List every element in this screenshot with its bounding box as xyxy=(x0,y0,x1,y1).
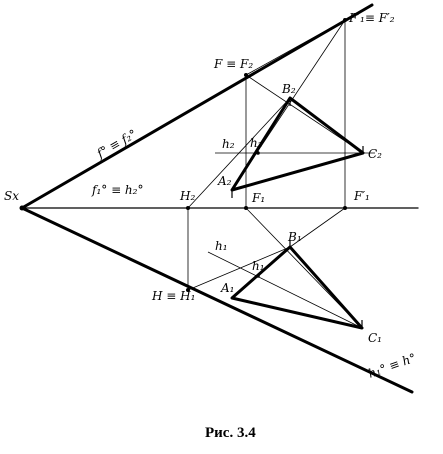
label-fprime: F′₁≡ F′₂ xyxy=(348,11,395,25)
triangle-a2b2c2 xyxy=(230,96,365,192)
label-h1-line: h₁ xyxy=(215,239,228,253)
line-h1-b1 xyxy=(187,246,291,291)
trace-h-line xyxy=(20,206,414,394)
point-f1prime xyxy=(343,206,347,210)
label-h1-point: h₁ xyxy=(252,259,265,273)
triangle-a1b1c1 xyxy=(230,245,364,330)
label-h2-line: h₂ xyxy=(222,137,235,151)
label-f1-trace: f₁° ≡ h₂° xyxy=(91,183,143,197)
label-sx: Sx xyxy=(4,189,19,203)
label-f1prime: F′₁ xyxy=(353,189,370,203)
construction-lines xyxy=(187,19,375,329)
label-c2: C₂ xyxy=(368,147,382,161)
label-c1: C₁ xyxy=(368,331,382,345)
label-h2-trace: H₂ xyxy=(179,189,195,203)
label-h-trace: h₁° ≡ h° xyxy=(366,351,418,381)
line-f1prime-b1 xyxy=(289,207,346,248)
trace-lines xyxy=(20,3,419,394)
label-a2: A₂ xyxy=(217,174,232,188)
point-f xyxy=(244,73,248,77)
figure-caption: Рис. 3.4 xyxy=(205,425,256,441)
horizontal-h1-line xyxy=(207,251,363,329)
trace-f-line xyxy=(20,3,374,210)
point-h xyxy=(186,288,190,292)
point-h2 xyxy=(186,206,190,210)
point-h2-on-a2c2 xyxy=(256,151,260,155)
triangle-projections xyxy=(230,96,365,330)
label-f1: F₁ xyxy=(251,191,265,205)
point-sx xyxy=(19,205,25,211)
label-h2-point: h₂ xyxy=(250,136,263,150)
point-fprime xyxy=(343,18,347,22)
point-h1-on-a1b1 xyxy=(256,274,260,278)
label-f: F ≡ F₂ xyxy=(213,57,253,71)
label-b1: B₁ xyxy=(287,230,302,244)
points xyxy=(19,18,347,292)
label-b2: B₂ xyxy=(281,82,296,96)
label-h: H ≡ H₁ xyxy=(151,289,195,303)
label-a1: A₁ xyxy=(220,281,234,295)
f-to-fprime-line xyxy=(245,19,346,76)
vertex-ticks xyxy=(231,98,364,328)
point-f1 xyxy=(244,206,248,210)
